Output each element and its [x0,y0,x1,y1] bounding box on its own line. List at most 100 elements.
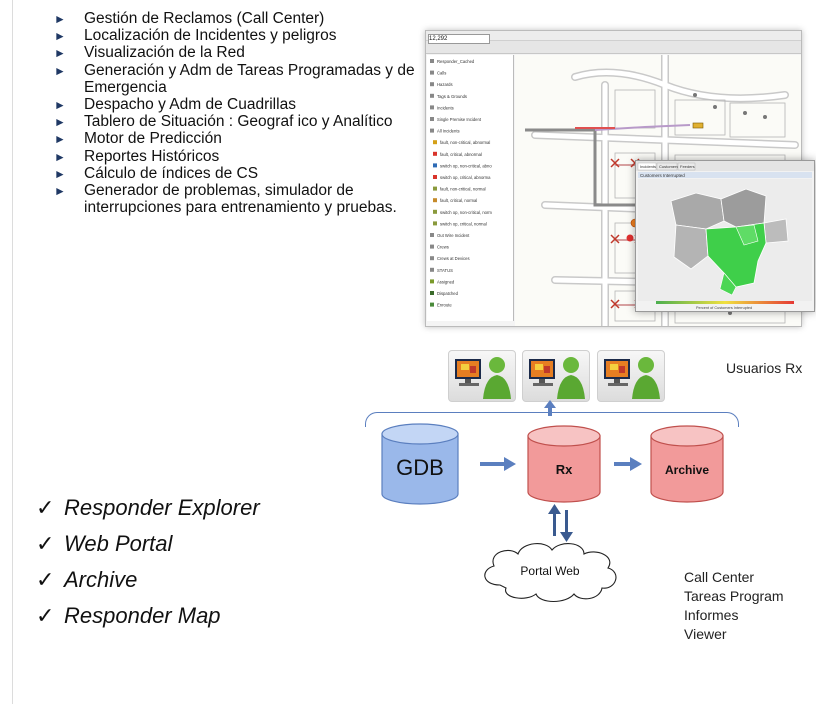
legend-item-label: switch op, non-critical, norm [440,210,492,215]
bullet-arrow-icon: ► [54,184,66,199]
legend-symbol [430,256,434,261]
checkmark-icon: ✓ [36,603,55,628]
legend-symbol [433,221,437,226]
feature-item: ► Tablero de Situación : Geograf ico y An… [52,113,432,130]
feature-text: Cálculo de índices de CS [84,164,259,182]
legend-item-label: Responder_Cached [437,59,475,64]
archive-database-cylinder [650,425,724,503]
feature-list: ►Gestión de Reclamos (Call Center)►Local… [52,10,432,216]
legend-item-label: Assigned [437,279,455,284]
checklist-text: Web Portal [64,531,173,556]
checkmark-icon: ✓ [36,495,55,520]
legend-item-label: Calls [437,71,446,76]
bullet-arrow-icon: ► [54,115,66,130]
screenshot-toolbar: 12,292 [426,34,801,54]
bullet-arrow-icon: ► [54,98,66,113]
feature-item: ►Generación y Adm de Tareas Programadas … [52,62,432,96]
portal-web-cloud [484,543,617,603]
feature-item: ► Reportes Históricos [52,148,432,165]
feature-text: Motor de Predicción [84,130,222,148]
note-viewer: Viewer [684,626,727,642]
legend-symbol [433,198,437,203]
inset-title: Customers Interrupted [640,173,685,178]
checklist-item: ✓ Responder Explorer [36,490,260,526]
legend-symbol [430,302,434,307]
feature-text: Generador de problemas, simulador de int… [84,182,397,217]
user-workstation-1 [448,350,516,402]
bullet-arrow-icon: ► [54,149,66,164]
note-informes: Informes [684,607,739,623]
checklist-text: Responder Map [64,603,221,628]
checklist-text: Archive [64,567,138,592]
users-label: Usuarios Rx [726,360,803,376]
inset-tab-customers: Customers [659,164,678,169]
architecture-diagram: GDB Rx Archive Portal Web [381,423,724,603]
legend-symbol [430,59,434,63]
legend-item-label: STATUS [437,268,453,273]
screenshot-scale-box: 12,292 [428,34,490,44]
inset-footer: Percent of Customers Interrupted [696,306,752,310]
bullet-arrow-icon: ► [54,29,66,44]
legend-item-label: Incidents [437,105,454,110]
checkmark-icon: ✓ [36,567,55,592]
user-at-computer-icon [455,357,511,399]
legend-symbol [433,151,437,156]
checkmark-icon: ✓ [36,531,55,556]
legend-item-label: Crews at Devices [437,256,470,261]
feature-text: Tablero de Situación : Geograf ico y Ana… [84,113,393,131]
user-at-computer-icon [529,357,585,399]
feature-item: ►Gestión de Reclamos (Call Center) [52,10,432,27]
bidirectional-arrow-rx-portal [548,504,573,542]
legend-item-label: Out Wire Incident [437,233,470,238]
feature-text: Generación y Adm de Tareas Programadas y… [84,61,415,96]
user-workstation-2 [522,350,590,402]
rx-database-cylinder [527,425,601,503]
feature-text: Gestión de Reclamos (Call Center) [84,10,325,27]
checklist-item: ✓ Archive [36,562,260,598]
feature-text: Visualización de la Red [84,44,245,62]
arrow-rx-to-archive-head [630,457,642,471]
portal-capabilities: Call Center Tareas Program Informes View… [684,568,784,644]
note-call-center: Call Center [684,569,755,585]
legend-symbol [430,117,434,121]
product-checklist: ✓ Responder Explorer ✓ Web Portal ✓ Archive ✓ R… [36,490,260,634]
feature-item: ►Despacho y Adm de Cuadrillas [52,96,432,113]
inset-tab-incidents: Incidents [640,164,656,169]
legend-item-label: fault, non-critical, abnormal [440,140,490,145]
legend-item-label: Hazards [437,82,453,87]
bullet-arrow-icon: ► [54,132,66,147]
user-at-computer-icon [604,357,660,399]
legend-item-label: Crews [437,245,449,250]
legend-item-label: switch op, critical, abnorma [440,175,491,180]
legend-item-label: Single Premise Incident [437,117,482,122]
screenshot-menubar [426,31,801,41]
feature-text: Reportes Históricos [84,147,220,165]
feature-item: ►Visualización de la Red [52,44,432,61]
legend-item-label: Enroute [437,303,452,308]
checklist-text: Responder Explorer [64,495,260,520]
checklist-item: ✓ Responder Map [36,598,260,634]
legend-symbol [430,128,434,133]
feature-item: ► Generador de problemas, simulador de in… [52,182,432,216]
legend-item-label: switch op, critical, normal [440,221,487,226]
portal-web-label: Portal Web [520,564,579,578]
legend-item-label: All Incidents [437,129,460,134]
user-workstation-3 [597,350,665,402]
customers-interrupted-inset: Incidents Customers Feeders Customers In… [635,160,815,312]
legend-item-label: fault, critical, abnormal [440,152,482,157]
legend-symbol [430,267,434,272]
legend-symbol [430,291,434,295]
legend-item-label: fault, non-critical, normal [440,187,486,192]
archive-label: Archive [665,463,709,477]
legend-item-label: fault, critical, normal [440,198,477,203]
legend-symbol [430,244,434,249]
legend-item-label: switch op, non-critical, abno [440,163,492,168]
inset-tab-feeders: Feeders [680,164,695,169]
arrow-gdb-to-rx-head [504,457,516,471]
legend-symbol [430,233,434,237]
legend-symbol [433,140,437,145]
feature-text: Localización de Incidentes y peligros [84,27,337,45]
left-border-line [12,0,13,704]
